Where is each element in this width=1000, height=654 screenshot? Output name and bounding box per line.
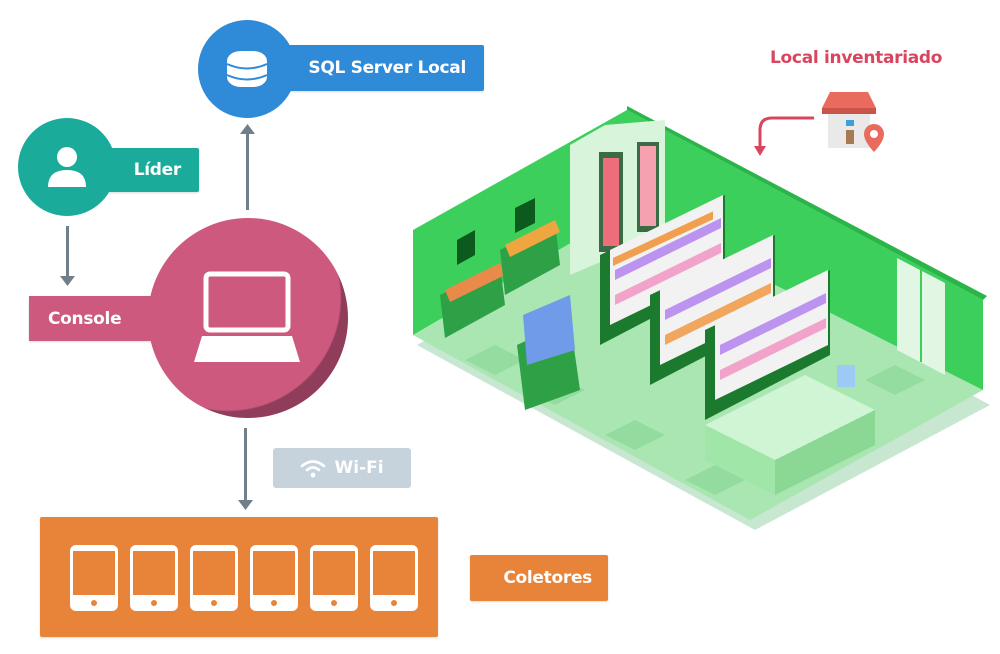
user-icon bbox=[48, 147, 86, 187]
arrow-head-up-icon bbox=[240, 124, 255, 134]
console-to-collectors-arrow bbox=[244, 428, 247, 500]
tablet-icon[interactable] bbox=[310, 545, 358, 611]
inventoried-site-title: Local inventariado bbox=[770, 48, 943, 68]
console-to-sql-arrow bbox=[246, 132, 249, 210]
tablet-icon[interactable] bbox=[190, 545, 238, 611]
console-node[interactable] bbox=[148, 218, 348, 418]
sql-server-node[interactable] bbox=[198, 20, 296, 118]
sql-server-label-text: SQL Server Local bbox=[308, 58, 466, 78]
arrow-head-down-icon bbox=[60, 276, 75, 286]
leader-node[interactable] bbox=[18, 118, 116, 216]
tablet-icon[interactable] bbox=[250, 545, 298, 611]
arrow-head-down-icon bbox=[238, 500, 253, 510]
site-pointer-arrow-icon bbox=[754, 116, 814, 156]
tablet-icon[interactable] bbox=[370, 545, 418, 611]
console-label-text: Console bbox=[48, 308, 122, 329]
collectors-panel bbox=[40, 517, 438, 637]
database-icon bbox=[226, 51, 268, 87]
tablet-icon[interactable] bbox=[130, 545, 178, 611]
wifi-label: Wi-Fi bbox=[334, 458, 384, 478]
tablet-icon[interactable] bbox=[70, 545, 118, 611]
supermarket-illustration bbox=[413, 106, 990, 530]
laptop-icon bbox=[194, 271, 300, 362]
leader-to-console-arrow bbox=[66, 226, 69, 278]
leader-label: Líder bbox=[100, 148, 199, 192]
wifi-badge: Wi-Fi bbox=[273, 448, 411, 488]
collectors-label: Coletores bbox=[470, 555, 608, 601]
store-location-icon bbox=[822, 92, 884, 152]
wall-right bbox=[627, 110, 983, 390]
leader-label-text: Líder bbox=[133, 160, 182, 180]
collectors-label-text: Coletores bbox=[503, 568, 592, 588]
wifi-icon bbox=[301, 460, 326, 478]
sql-server-label: SQL Server Local bbox=[270, 45, 484, 91]
